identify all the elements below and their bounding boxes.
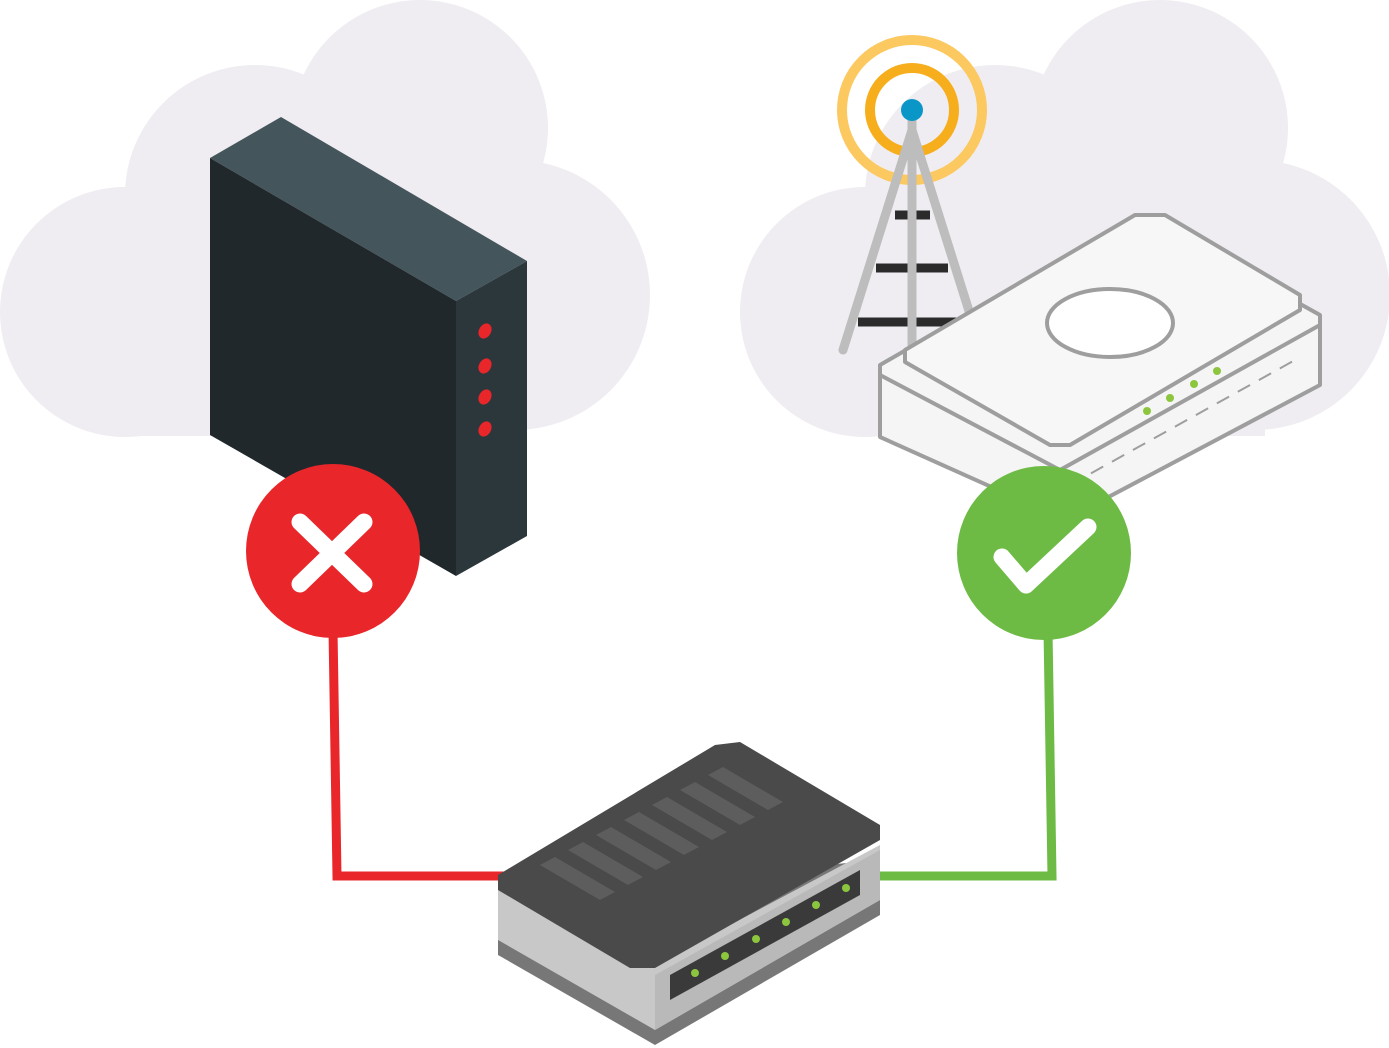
- cellular-router-icon: [878, 213, 1322, 522]
- x-icon: [291, 513, 373, 593]
- ok-link: [875, 629, 1057, 881]
- switch-vents: [540, 767, 783, 900]
- ok-status-badge: [957, 466, 1131, 640]
- antenna-tip: [901, 99, 923, 121]
- network-switch-icon: [498, 742, 880, 1045]
- server-leds: [478, 323, 492, 437]
- cell-tower-icon: [837, 35, 987, 355]
- switch-leds: [691, 884, 850, 977]
- router-leds: [1143, 367, 1221, 415]
- server-tower-icon: [210, 117, 527, 576]
- failed-link: [328, 629, 505, 881]
- checkmark-icon: [993, 518, 1097, 594]
- failed-status-badge: [246, 464, 420, 638]
